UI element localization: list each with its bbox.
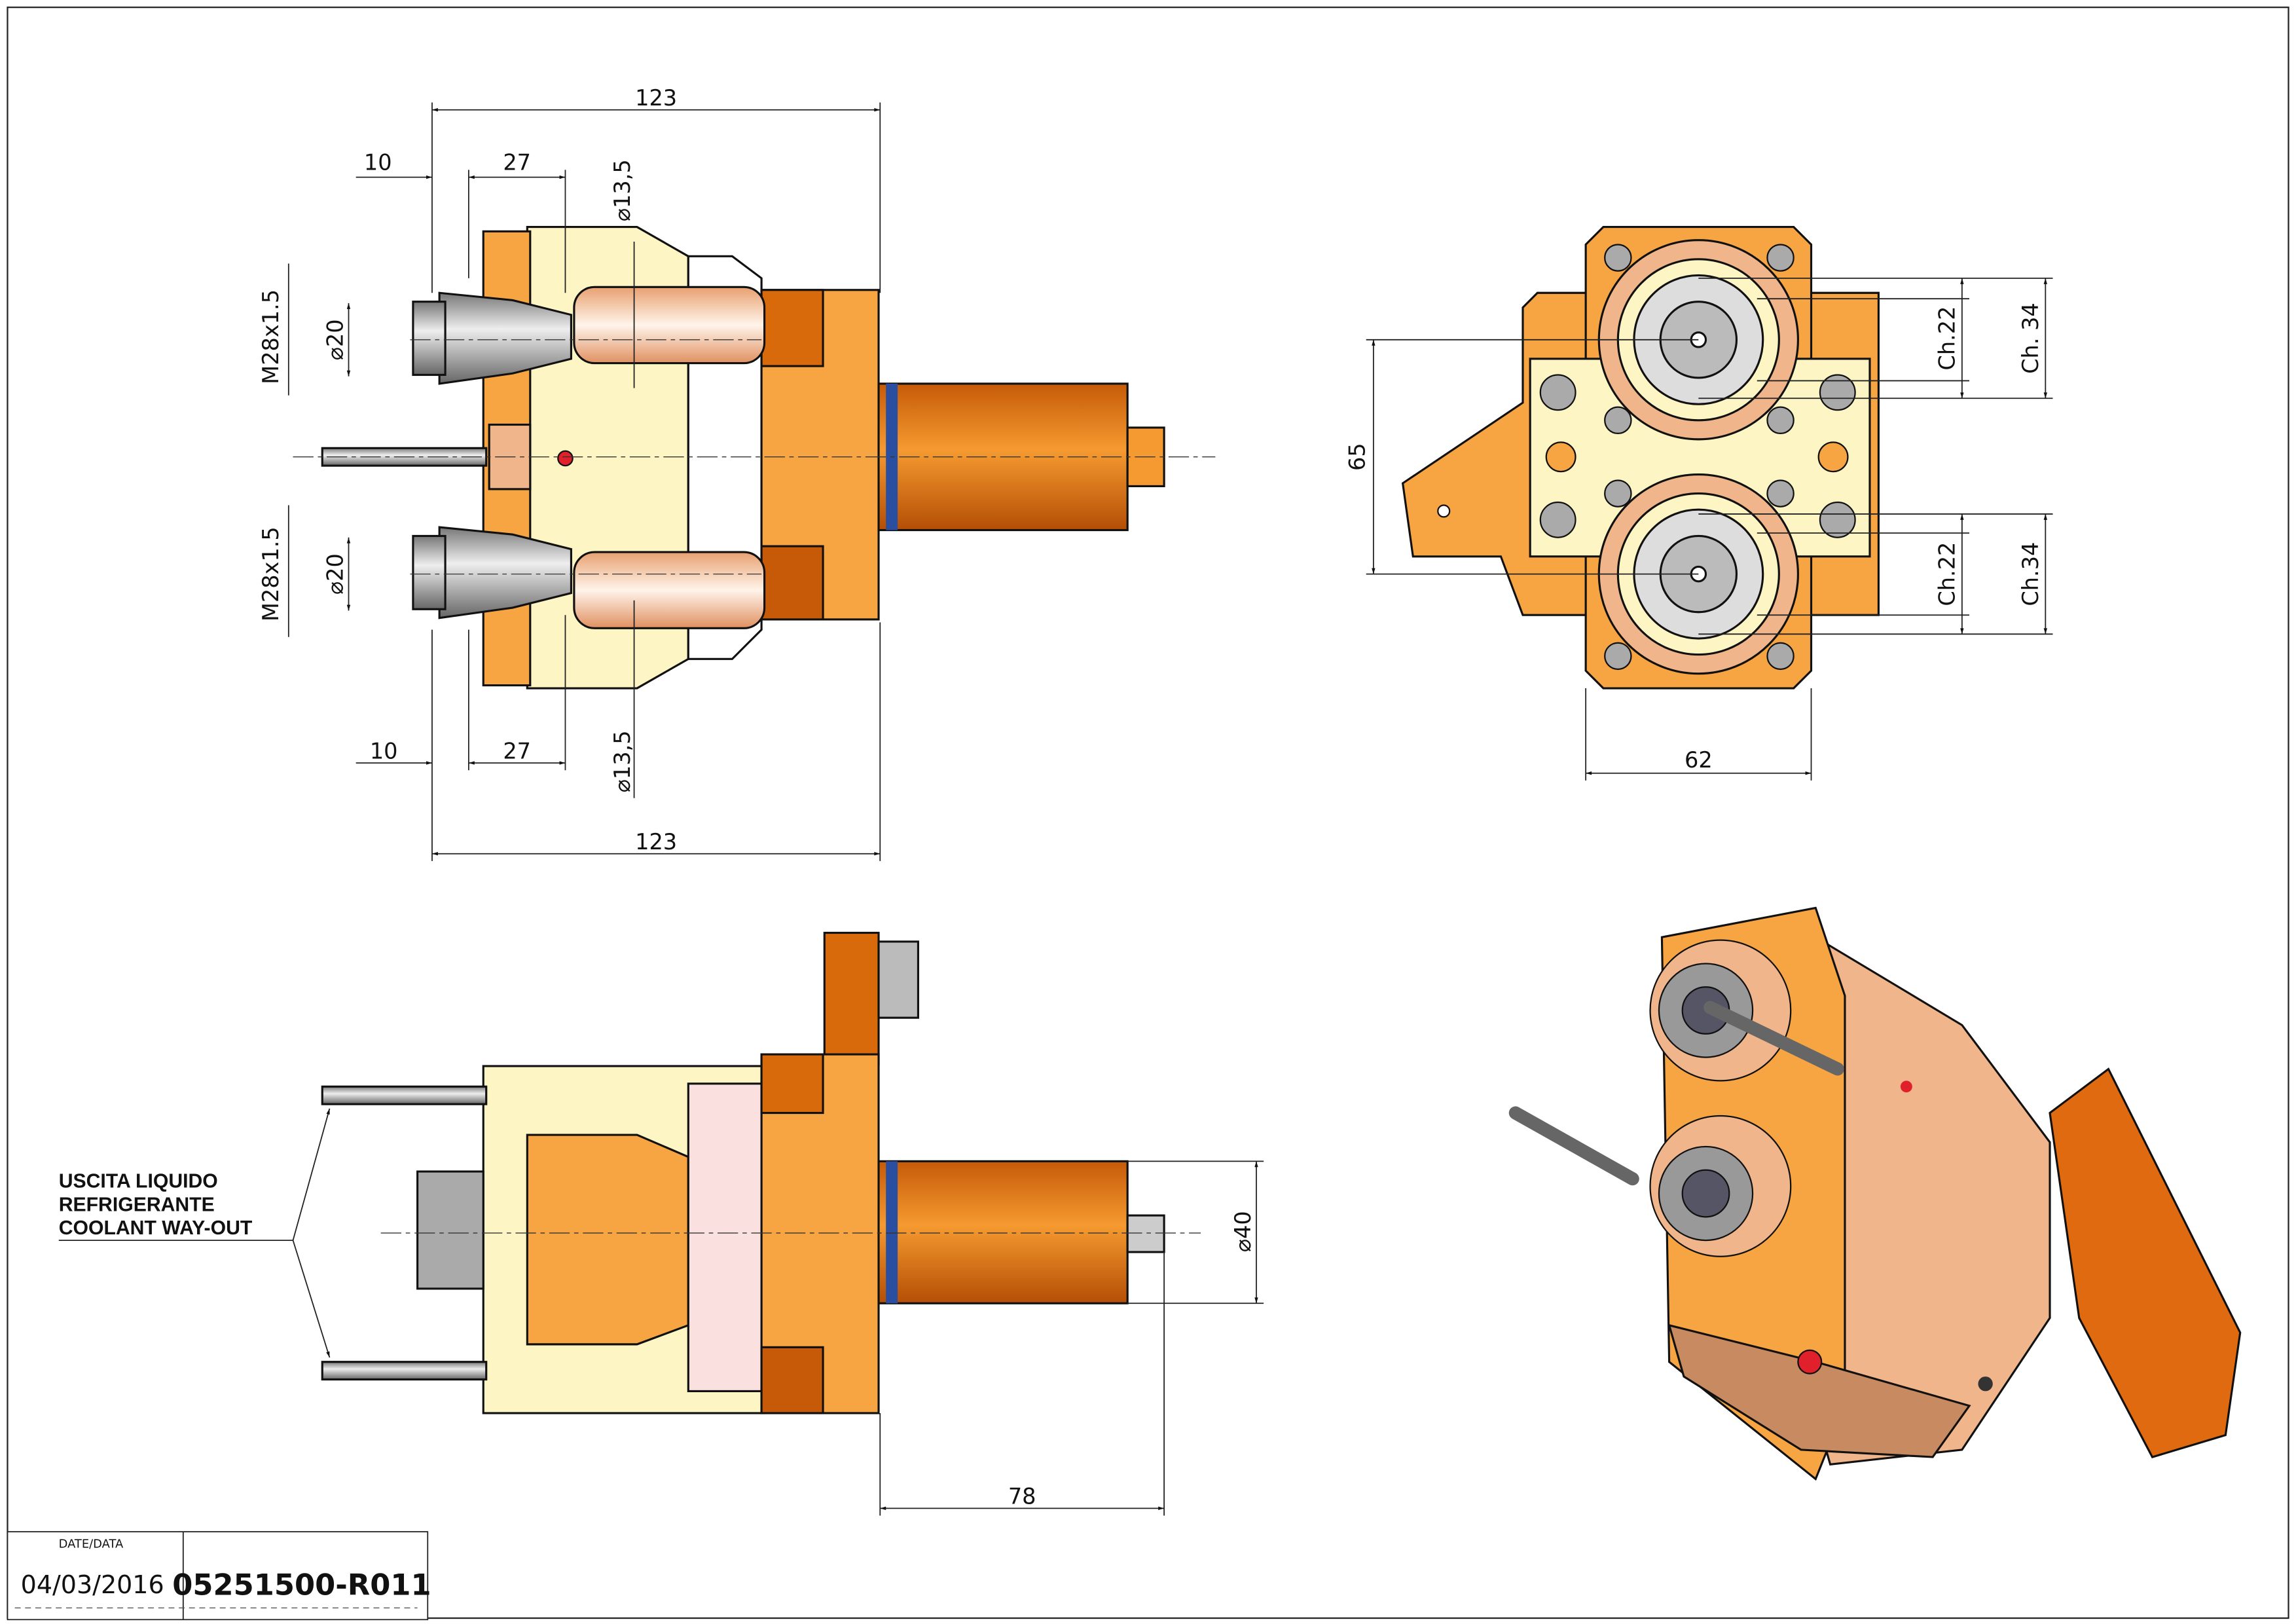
dim-center-distance: 65 bbox=[1344, 443, 1370, 471]
dim-dia-lower: ⌀20 bbox=[323, 553, 348, 595]
sheet-border bbox=[7, 7, 2289, 1619]
side-view: USCITA LIQUIDO REFRIGERANTE COOLANT WAY-… bbox=[59, 931, 1264, 1516]
date-label: DATE/DATA bbox=[59, 1538, 124, 1551]
dim-upper-ch-large: Ch. 34 bbox=[2018, 303, 2043, 374]
dim-dia-upper: ⌀20 bbox=[323, 319, 348, 360]
dim-offset-top: 10 bbox=[364, 149, 392, 175]
dim-lower-ch-small: Ch.22 bbox=[1935, 542, 1960, 606]
dim-upper-ch-small: Ch.22 bbox=[1935, 306, 1960, 371]
dim-dia-bottom: ⌀13,5 bbox=[610, 730, 635, 792]
end-view: 65 62 Ch.22 Ch. 34 Ch.22 Ch.34 bbox=[1344, 226, 2053, 781]
title-block: DATE/DATA 04/03/2016 05251500-R011 bbox=[7, 1531, 431, 1621]
dim-lower-ch-large: Ch.34 bbox=[2018, 542, 2043, 606]
front-view: 123 10 27 ⌀13,5 M28x1.5 ⌀20 M28x1.5 ⌀20 … bbox=[258, 85, 1216, 861]
dim-shank-dia: ⌀40 bbox=[1230, 1211, 1256, 1252]
dim-width: 62 bbox=[1685, 747, 1713, 773]
drawing-number: 05251500-R011 bbox=[172, 1567, 431, 1602]
dim-overall-bottom: 123 bbox=[635, 829, 677, 855]
dim-length-bottom: 27 bbox=[503, 738, 531, 764]
dim-dia-top: ⌀13,5 bbox=[610, 159, 635, 221]
coolant-label-line1: USCITA LIQUIDO bbox=[59, 1171, 218, 1192]
isometric-view bbox=[1508, 906, 2242, 1481]
dim-overall-top: 123 bbox=[635, 85, 677, 111]
dim-shank-length: 78 bbox=[1008, 1484, 1036, 1509]
dim-thread-lower: M28x1.5 bbox=[258, 526, 283, 621]
dim-offset-bottom: 10 bbox=[370, 738, 398, 764]
date-value: 04/03/2016 bbox=[21, 1570, 164, 1599]
coolant-label-line3: COOLANT WAY-OUT bbox=[59, 1217, 253, 1239]
dim-length-top: 27 bbox=[503, 149, 531, 175]
dim-thread-upper: M28x1.5 bbox=[258, 289, 283, 384]
coolant-label-line2: REFRIGERANTE bbox=[59, 1194, 215, 1215]
